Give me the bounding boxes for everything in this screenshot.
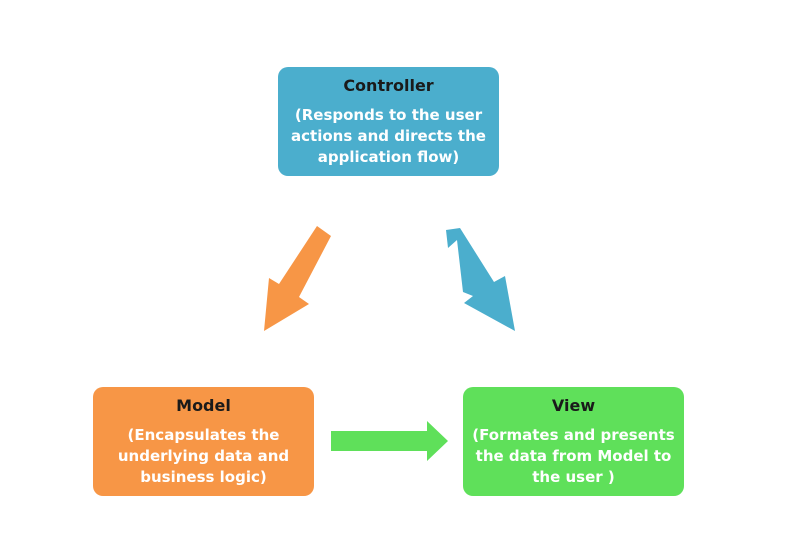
view-description: (Formates and presents the data from Mod… xyxy=(472,426,675,486)
view-box: View (Formates and presents the data fro… xyxy=(463,387,684,496)
model-box: Model (Encapsulates the underlying data … xyxy=(93,387,314,496)
controller-view-double-arrow xyxy=(446,228,515,331)
view-title: View xyxy=(551,396,596,415)
model-description: (Encapsulates the underlying data and bu… xyxy=(117,426,290,486)
controller-title: Controller xyxy=(343,76,434,95)
model-title: Model xyxy=(176,396,231,415)
controller-to-model-arrow xyxy=(264,226,331,331)
controller-box: Controller (Responds to the user actions… xyxy=(278,67,499,176)
controller-description: (Responds to the user actions and direct… xyxy=(291,106,486,166)
model-to-view-arrow xyxy=(331,421,448,461)
